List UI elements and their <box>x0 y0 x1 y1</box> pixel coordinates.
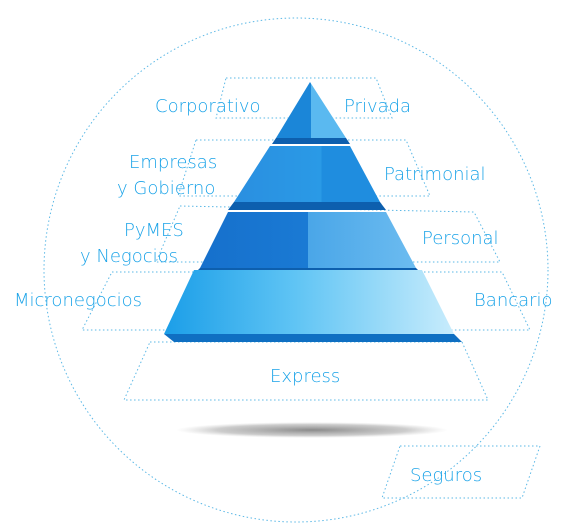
label-empresas-line2: y Gobierno <box>117 178 215 199</box>
label-privada: Privada <box>344 96 411 117</box>
pyramid-tier-third <box>200 212 416 268</box>
pyramid-tier-second <box>234 146 380 202</box>
pyramid-tier-bottom <box>164 270 454 334</box>
label-personal: Personal <box>422 228 499 249</box>
label-express: Express <box>270 366 340 387</box>
label-micronegocios: Micronegocios <box>14 290 142 311</box>
label-empresas-line1: Empresas <box>129 152 217 173</box>
label-seguros: Seguros <box>410 465 482 486</box>
pyramid-shadow <box>176 422 448 438</box>
outer-dotted-circle <box>43 17 549 523</box>
label-patrimonial: Patrimonial <box>384 164 486 185</box>
label-pymes-line2: y Negocios <box>80 246 178 267</box>
label-corporativo: Corporativo <box>155 96 261 117</box>
pyramid-tier-second-edge <box>228 202 386 210</box>
level-guide-top <box>215 77 393 119</box>
pyramid-tier-top-edge <box>272 138 350 144</box>
pyramid-tier-bottom-edge <box>164 334 462 342</box>
label-bancario: Bancario <box>474 290 553 311</box>
label-pymes-line1: PyMES <box>124 220 184 241</box>
seguros-outline <box>381 445 541 499</box>
pyramid-tier-top <box>276 82 346 138</box>
